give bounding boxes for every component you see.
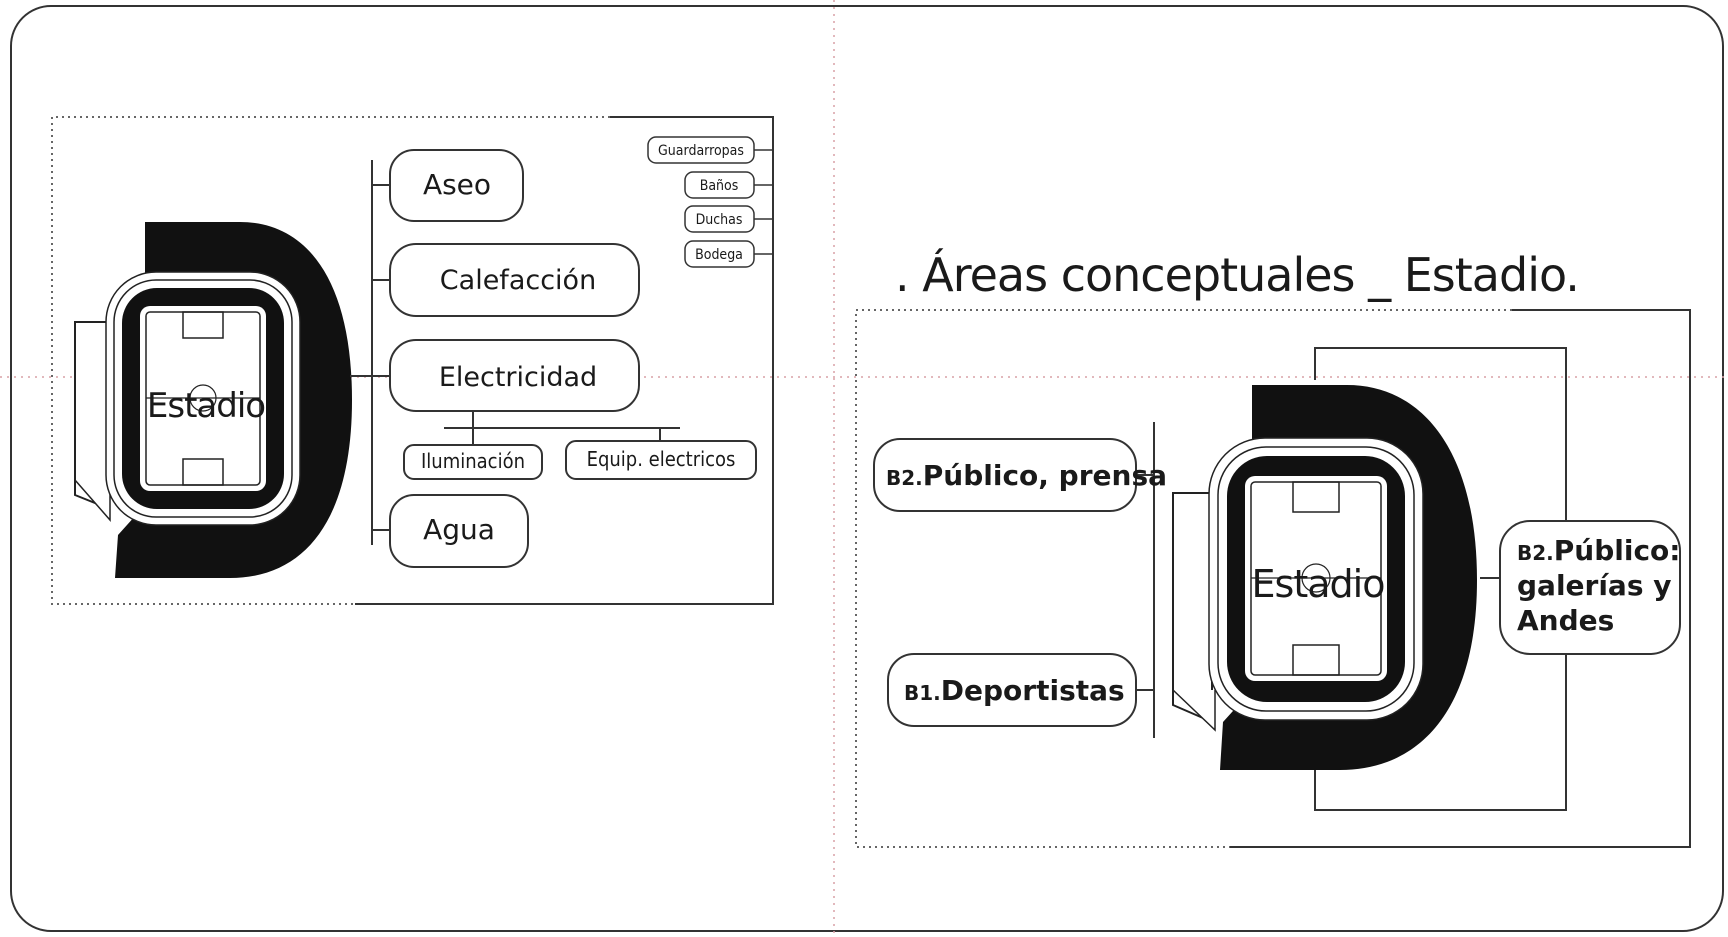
stadium-icon-right	[1172, 385, 1477, 770]
electricidad-node	[389, 339, 640, 412]
galerias-node	[1499, 520, 1681, 655]
equip-label: Equip. electricos	[587, 447, 736, 471]
iluminacion-node	[403, 444, 543, 480]
stadium-icon	[74, 222, 352, 578]
deportistas-text: Deportistas	[941, 674, 1125, 707]
right-container-solid	[1230, 309, 1691, 848]
publico-prensa-node	[873, 438, 1137, 512]
aseo-label: Aseo	[423, 168, 491, 201]
right-stadium-label: Estadio	[1252, 562, 1385, 606]
galerias-label: B2.Público:	[1517, 534, 1681, 567]
agua-label: Agua	[423, 513, 495, 546]
right-diagram: Estadio B2.Público, prensa B1.Deportista…	[855, 309, 1691, 848]
deportistas-prefix: B1.	[904, 681, 941, 705]
aseo-items: Guardarropas Baños Duchas Bodega	[647, 136, 773, 268]
bodega-label: Bodega	[695, 247, 743, 263]
agua-node	[389, 494, 529, 568]
galerias-line2: galerías y	[1517, 569, 1672, 602]
equip-node	[565, 440, 757, 480]
left-container-solid	[355, 116, 774, 605]
deportistas-node	[887, 653, 1137, 727]
left-stadium-label: Estadio	[147, 386, 265, 426]
electricidad-label: Electricidad	[439, 362, 597, 393]
galerias-prefix: B2.	[1517, 541, 1554, 565]
left-diagram: Estadio Aseo Guardarropas Baños Duchas B…	[51, 116, 774, 605]
diagram-title: . Áreas conceptuales _ Estadio.	[895, 248, 1579, 302]
galerias-line3: Andes	[1517, 604, 1614, 637]
publico-prensa-prefix: B2.	[886, 466, 923, 490]
guardarropas-label: Guardarropas	[658, 143, 744, 159]
calefaccion-label: Calefacción	[440, 265, 596, 296]
aseo-node	[389, 149, 524, 222]
right-container-dotted	[855, 309, 1512, 848]
duchas-label: Duchas	[696, 212, 743, 228]
galerias-line1: Público:	[1554, 534, 1681, 567]
banos-label: Baños	[700, 178, 739, 194]
publico-prensa-label: B2.Público, prensa	[886, 459, 1167, 492]
deportistas-label: B1.Deportistas	[904, 674, 1125, 707]
publico-prensa-text: Público, prensa	[923, 459, 1167, 492]
calefaccion-node	[389, 243, 640, 317]
iluminacion-label: Iluminación	[421, 449, 525, 473]
slide-frame	[10, 5, 1724, 932]
